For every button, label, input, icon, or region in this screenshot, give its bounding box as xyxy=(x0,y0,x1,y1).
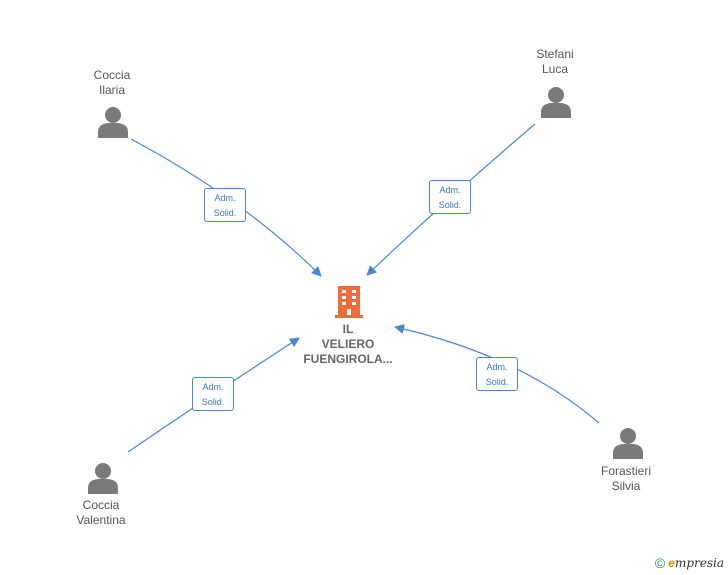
person-icon xyxy=(541,87,571,118)
person-name: Coccia Ilaria xyxy=(52,68,172,98)
company-name-line3: FUENGIROLA... xyxy=(303,352,393,366)
person-second-name: Valentina xyxy=(76,513,126,527)
empresia-logo[interactable]: © empresia xyxy=(655,555,724,571)
person-name: Stefani Luca xyxy=(495,47,615,77)
copyright-icon: © xyxy=(654,555,666,571)
brand-wordmark: empresia xyxy=(668,556,724,570)
relation-label-line1: Adm. xyxy=(439,185,461,195)
person-second-name: Ilaria xyxy=(98,83,125,97)
brand-rest: mpresia xyxy=(674,556,724,570)
brand-initial: e xyxy=(668,556,675,570)
company-name: IL VELIERO FUENGIROLA... xyxy=(288,322,408,367)
person-name: Coccia Valentina xyxy=(41,498,161,528)
relation-label-line2: Solid. xyxy=(201,397,225,407)
relation-label-line1: Adm. xyxy=(202,382,224,392)
relation-label-line2: Solid. xyxy=(438,200,462,210)
company-name-line1: IL xyxy=(342,322,354,336)
relation-label-line1: Adm. xyxy=(214,193,236,203)
company-name-line2: VELIERO xyxy=(321,337,375,351)
relation-label-line2: Solid. xyxy=(213,208,237,218)
relation-label-line1: Adm. xyxy=(486,362,508,372)
relation-label-line2: Solid. xyxy=(485,377,509,387)
relation-label[interactable]: Adm. Solid. xyxy=(204,188,246,222)
person-icon xyxy=(613,428,643,459)
relation-label[interactable]: Adm. Solid. xyxy=(192,377,234,411)
person-first-name: Coccia xyxy=(93,68,131,82)
building-icon xyxy=(335,286,363,318)
person-first-name: Coccia xyxy=(82,498,120,512)
person-first-name: Forastieri xyxy=(600,464,651,478)
person-name: Forastieri Silvia xyxy=(566,464,686,494)
person-second-name: Luca xyxy=(541,62,569,76)
relation-label[interactable]: Adm. Solid. xyxy=(429,180,471,214)
person-icon xyxy=(88,463,118,494)
person-second-name: Silvia xyxy=(611,479,641,493)
relation-label[interactable]: Adm. Solid. xyxy=(476,357,518,391)
person-first-name: Stefani xyxy=(536,47,574,61)
person-icon xyxy=(98,107,128,138)
